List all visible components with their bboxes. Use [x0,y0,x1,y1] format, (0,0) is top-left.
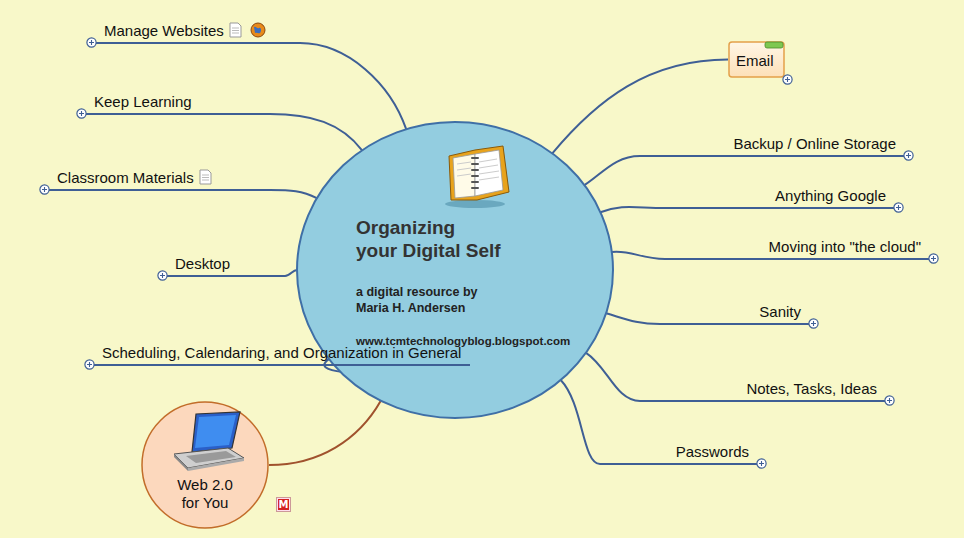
branch-topic: Desktop [163,255,285,277]
laptop-icon [166,410,246,472]
topic-text: Sanity [660,303,813,323]
expand-icon [808,318,819,329]
topic-text: Moving into "the cloud" [665,238,933,258]
central-topic-ellipse: Organizing your Digital Self a digital re… [295,120,615,420]
branch-connector [270,190,317,198]
branch-topic: Sanity [660,303,813,325]
branch-topic: Backup / Online Storage [640,135,908,157]
topic-text: Notes, Tasks, Ideas [640,380,889,400]
expand-icon [782,74,793,85]
icon-badge: M [276,497,291,512]
expand-icon [76,108,87,119]
expand-icon [86,37,97,48]
branch-topic: Manage Websites [92,22,300,44]
branch-topic: Moving into "the cloud" [665,238,933,260]
topic-text: Classroom Materials [45,169,270,189]
topic-text: Scheduling, Calendaring, and Organizatio… [90,344,462,364]
topic-title: Organizing your Digital Self [356,216,501,262]
expand-icon [884,395,895,406]
topic-box: Email [728,41,785,78]
topic-circle: Web 2.0 for You [140,400,270,530]
badge-letter: M [276,498,291,511]
branch-connector [270,114,362,150]
topic-text: Anything Google [665,187,898,207]
branch-connector [612,252,665,259]
branch-connector [586,353,640,401]
topic-text: Web 2.0 for You [177,476,233,512]
topic-text: Passwords [600,443,761,463]
topic-text: Email [728,41,785,76]
branch-connector [269,401,381,465]
topic-text: Keep Learning [82,93,270,113]
branch-topic: Anything Google [665,187,898,209]
topic-text: Manage Websites [92,22,300,42]
branch-connector [584,156,640,185]
branch-connector [606,313,660,324]
expand-icon [157,270,168,281]
document-icon [199,169,215,185]
document-icon [229,22,245,38]
branch-topic: Classroom Materials [45,169,270,191]
expand-icon [928,253,939,264]
notebook-icon [439,144,511,210]
topic-text: Desktop [163,255,285,275]
branch-connector [285,270,297,276]
branch-connector [300,43,406,129]
branch-connector [561,380,600,464]
expand-icon [756,458,767,469]
globe-icon [250,22,266,38]
branch-topic: Keep Learning [82,93,270,115]
expand-icon [39,184,50,195]
author-line: a digital resource by Maria H. Andersen [356,284,478,316]
expand-icon [84,359,95,370]
expand-icon [893,202,904,213]
branch-topic: Scheduling, Calendaring, and Organizatio… [90,344,470,366]
topic-text: Backup / Online Storage [640,135,908,155]
branch-connector [552,60,728,154]
branch-topic: Notes, Tasks, Ideas [640,380,889,402]
branch-connector [600,207,665,212]
expand-icon [903,150,914,161]
branch-topic: Passwords [600,443,761,465]
